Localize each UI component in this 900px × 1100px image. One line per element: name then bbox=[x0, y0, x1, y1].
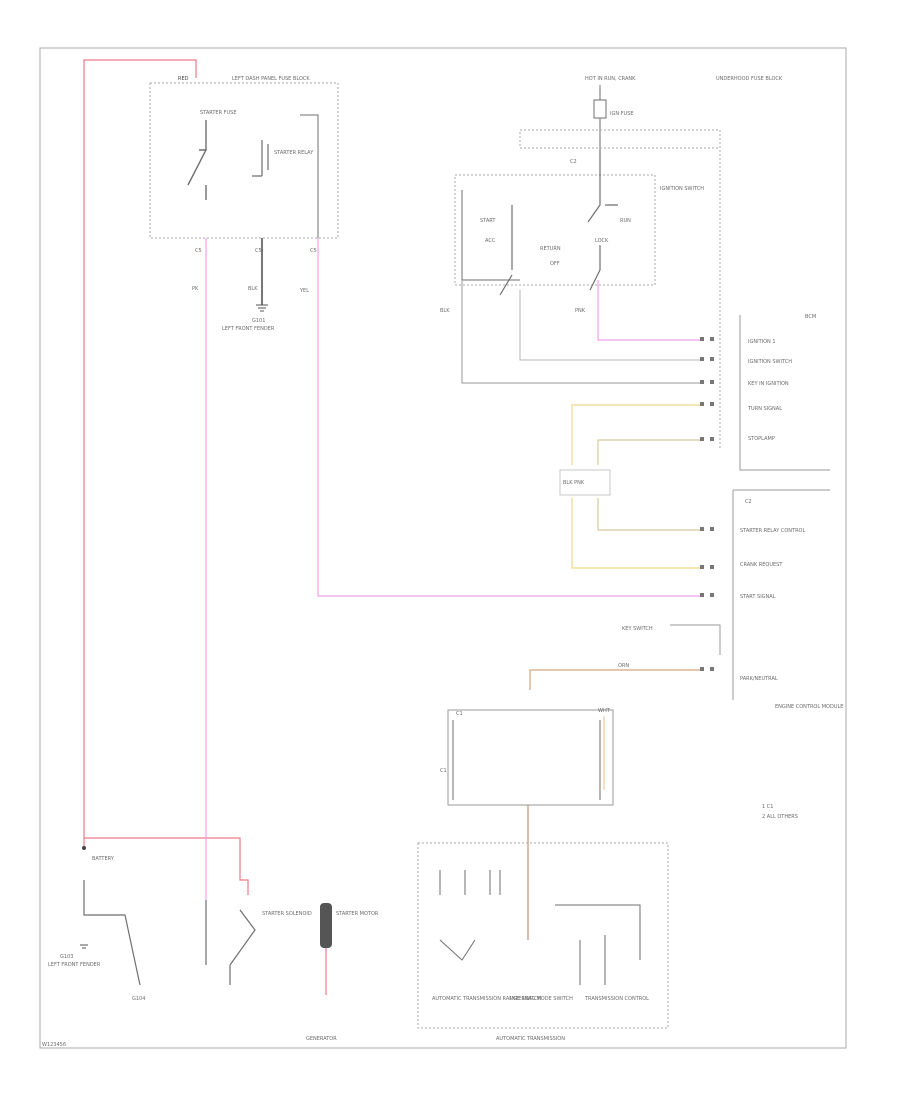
splice-box bbox=[559, 469, 611, 496]
gray-wire-1 bbox=[519, 290, 700, 361]
battery-ground-sym bbox=[80, 944, 88, 949]
battery-label: BATTERY bbox=[92, 856, 115, 862]
battery-ground-wire bbox=[83, 880, 141, 986]
generator-label: GENERATOR bbox=[306, 1036, 337, 1042]
ground-top-sub: LEFT FRONT FENDER bbox=[222, 326, 275, 332]
ign-switch-contacts bbox=[499, 150, 618, 296]
red-top-label: RED bbox=[178, 76, 189, 82]
pnp-c-label: C1 bbox=[456, 711, 463, 717]
ecm-outline bbox=[732, 489, 830, 700]
fuse-block-fuse-label: STARTER FUSE bbox=[200, 110, 237, 116]
diagram-code: W123456 bbox=[42, 1042, 66, 1048]
pnp-switch-box bbox=[447, 709, 614, 806]
conn-mid-label: C5 bbox=[255, 248, 262, 254]
splice-label: BLK PNK bbox=[563, 480, 585, 486]
bcm-h1-label: TURN SIGNAL bbox=[747, 406, 782, 412]
conn-right-label: C5 bbox=[310, 248, 317, 254]
ground-g-label: G103 bbox=[60, 954, 73, 960]
ecm-conn-label: C2 bbox=[745, 499, 752, 505]
conn-left-label: C5 bbox=[195, 248, 202, 254]
fuse-block-title: LEFT DASH PANEL FUSE BLOCK bbox=[232, 76, 310, 82]
ign-fuse-symbol bbox=[593, 85, 607, 150]
trans2-label: INTERNAL MODE SWITCH bbox=[510, 996, 573, 1002]
bcm-outline bbox=[739, 315, 830, 471]
yellow-wire-4 bbox=[597, 498, 700, 531]
trans1-label: AUTOMATIC TRANSMISSION RANGE SWITCH bbox=[432, 996, 541, 1002]
bcm-connector-pins bbox=[700, 337, 714, 671]
ign-run-label: RUN bbox=[620, 218, 631, 224]
pnp-sw-c1-label: C1 bbox=[440, 768, 447, 774]
ign-blk-label: BLK bbox=[440, 308, 450, 314]
yellow-wire-3 bbox=[571, 498, 700, 569]
trans-switch-internals bbox=[439, 870, 501, 961]
key-switch-header: KEY SWITCH bbox=[622, 626, 653, 632]
underhood-label: UNDERHOOD FUSE BLOCK bbox=[716, 76, 783, 82]
ign-fuse-label: IGN FUSE bbox=[610, 111, 634, 117]
ign-conn-label: C2 bbox=[570, 159, 577, 165]
gray-wire-2 bbox=[461, 280, 700, 384]
ign-pnk-label: PNK bbox=[575, 308, 586, 314]
starter-motor-label: STARTER MOTOR bbox=[336, 911, 379, 917]
bcm-sw-label: IGNITION SWITCH bbox=[748, 359, 792, 365]
wire-pk-label: PK bbox=[192, 286, 199, 292]
trans3-label: TRANSMISSION CONTROL bbox=[584, 996, 649, 1002]
relay-right-wire bbox=[300, 114, 319, 238]
ground-g2-label: G104 bbox=[132, 996, 145, 1002]
ecm-start-label: START SIGNAL bbox=[740, 594, 776, 600]
starter-contacts bbox=[205, 900, 256, 985]
ground-top-label: G101 bbox=[252, 318, 265, 324]
ground-g-desc: LEFT FRONT FENDER bbox=[48, 962, 101, 968]
ign-off-label: OFF bbox=[550, 261, 560, 267]
bcm-ign1-label: IGNITION 1 bbox=[748, 339, 776, 345]
starter-fuse-symbol bbox=[187, 120, 208, 200]
starter-relay-symbol bbox=[252, 140, 269, 177]
ign-switch-left-rail bbox=[461, 190, 520, 281]
ign-lock-label: LOCK bbox=[595, 238, 609, 244]
battery-junction bbox=[82, 846, 86, 850]
yellow-wire-1 bbox=[571, 404, 700, 465]
starter-sol-label: STARTER SOLENOID bbox=[262, 911, 312, 917]
ecm-pnp-bracket bbox=[670, 624, 721, 655]
wire-yel-label: YEL bbox=[299, 288, 309, 294]
ecm-crank2-label: CRANK REQUEST bbox=[740, 562, 783, 568]
hot-run-label: HOT IN RUN, CRANK bbox=[585, 76, 636, 82]
bcm-label: BCM bbox=[805, 314, 816, 320]
transmission-box bbox=[417, 842, 669, 1029]
ign-start-label: START bbox=[480, 218, 496, 224]
starter-motor-coil bbox=[320, 903, 332, 948]
bcm-h2-label: STOPLAMP bbox=[748, 436, 775, 442]
ign-acc-label: ACC bbox=[485, 238, 496, 244]
bcm-key-label: KEY IN IGNITION bbox=[748, 381, 789, 387]
legend-1: 1 C1 bbox=[762, 804, 773, 810]
ign-return-label: RETURN bbox=[540, 246, 561, 252]
fuse-block-relay-label: STARTER RELAY bbox=[274, 150, 314, 156]
fuse-block-box bbox=[149, 82, 339, 239]
pnp-inner-wires bbox=[452, 720, 601, 800]
ground-symbol-top bbox=[256, 304, 268, 312]
ecm-desc-label: ENGINE CONTROL MODULE bbox=[775, 704, 843, 710]
orange-wire bbox=[529, 669, 700, 690]
ecm-pnp-label: PARK/NEUTRAL bbox=[740, 676, 778, 682]
pink-wire-right bbox=[317, 238, 700, 597]
underhood-dashed-box bbox=[519, 129, 721, 149]
wire-blk-label: BLK bbox=[248, 286, 258, 292]
diagram-border bbox=[39, 47, 847, 1049]
battery-red-wire bbox=[83, 59, 249, 895]
legend-2: 2 ALL OTHERS bbox=[762, 814, 798, 820]
orange-label: ORN bbox=[618, 663, 629, 669]
trans-main-label: AUTOMATIC TRANSMISSION bbox=[496, 1036, 565, 1042]
trans-control-internals bbox=[555, 904, 641, 985]
yellow-wire-2 bbox=[597, 439, 700, 465]
ecm-crank-label: STARTER RELAY CONTROL bbox=[740, 528, 805, 534]
pnp-wht-label: WHT bbox=[598, 708, 611, 714]
pink-wire-ign bbox=[597, 280, 700, 341]
ignition-switch-box bbox=[454, 174, 656, 286]
ignition-switch-label: IGNITION SWITCH bbox=[660, 186, 704, 192]
